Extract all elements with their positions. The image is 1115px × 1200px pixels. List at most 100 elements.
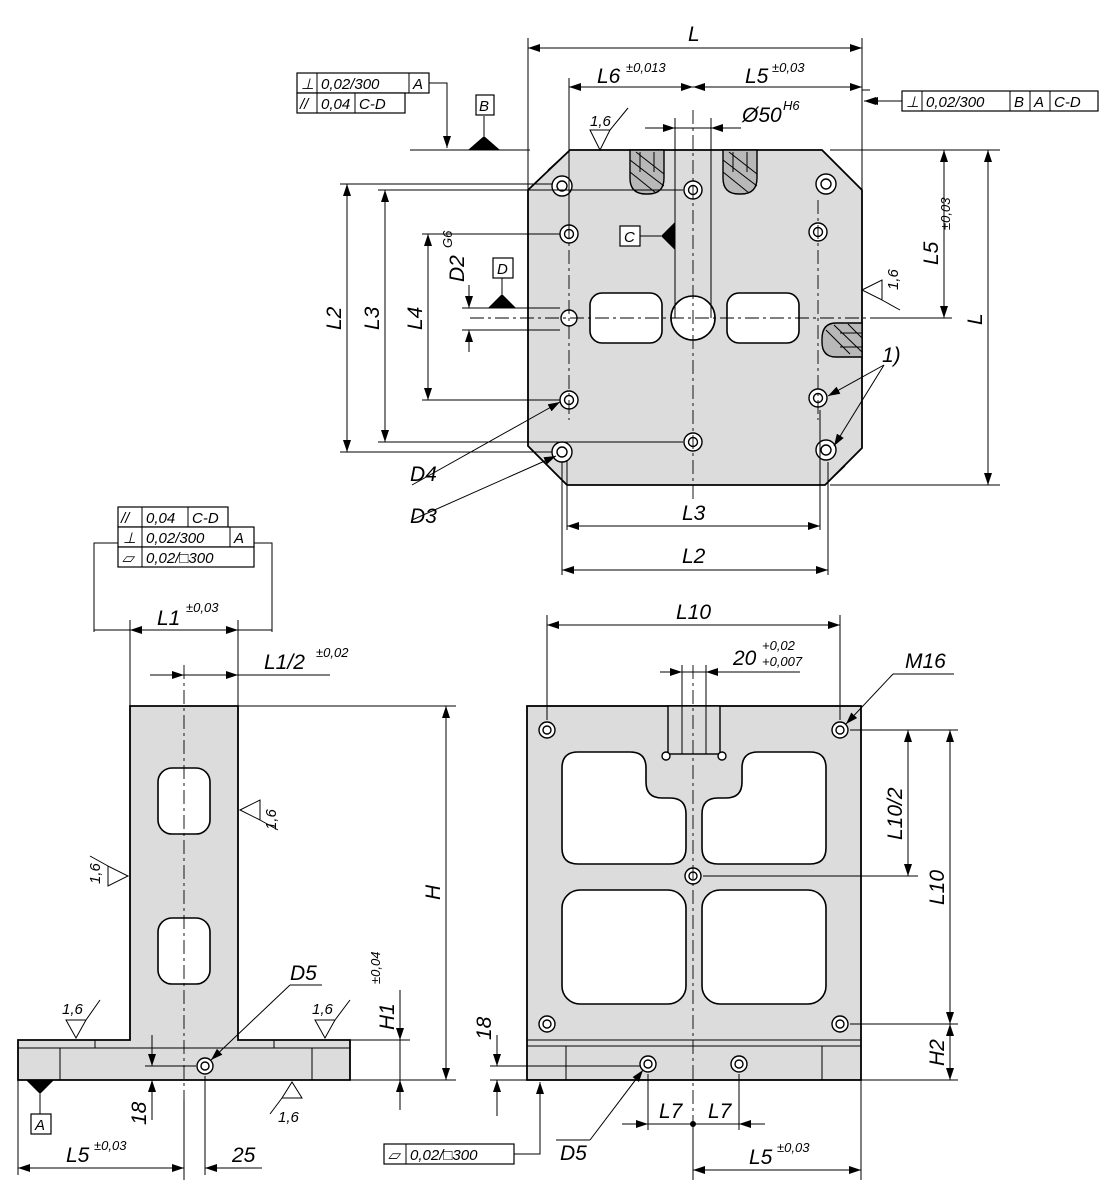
fcf-top-right: ⊥ 0,02/300 B A C-D bbox=[866, 90, 1099, 112]
text-L5-side-tol: ±0,03 bbox=[94, 1138, 127, 1153]
text-bore: Ø50 bbox=[741, 104, 782, 127]
text-L5-front-tol: ±0,03 bbox=[777, 1140, 810, 1155]
front-pocket-bottom-right bbox=[701, 889, 827, 1005]
svg-text:1,6: 1,6 bbox=[62, 1001, 84, 1018]
svg-text:1,6: 1,6 bbox=[885, 268, 902, 290]
text-18-front: 18 bbox=[473, 1016, 496, 1040]
svg-text:1,6: 1,6 bbox=[590, 113, 612, 130]
text-25: 25 bbox=[231, 1144, 256, 1167]
leader-note1-b bbox=[833, 364, 885, 447]
text-L3-left: L3 bbox=[361, 306, 384, 330]
svg-text:0,04: 0,04 bbox=[321, 96, 350, 113]
section-cut-right bbox=[821, 322, 863, 358]
text-L5-front: L5 bbox=[749, 1146, 773, 1169]
svg-text:1,6: 1,6 bbox=[312, 1001, 334, 1018]
svg-text:⊥: ⊥ bbox=[301, 76, 314, 93]
top-hole-centerlines bbox=[568, 200, 819, 420]
fcf-top-left: ⊥ 0,02/300 A // 0,04 C-D bbox=[296, 72, 451, 148]
text-L5-top-tol: ±0,03 bbox=[772, 60, 805, 75]
top-holes bbox=[551, 173, 837, 463]
svg-text:⊥: ⊥ bbox=[123, 530, 136, 547]
text-L5-right-tol: ±0,03 bbox=[938, 197, 953, 230]
leader-D4 bbox=[411, 401, 561, 486]
text-L7-right: L7 bbox=[708, 1100, 733, 1123]
leader-D5-front bbox=[589, 1069, 644, 1141]
roughness-top: 1,6 bbox=[589, 107, 629, 152]
text-L10-top: L10 bbox=[676, 601, 711, 624]
datum-B: B bbox=[468, 94, 500, 150]
fcf-side: // 0,04 C-D ⊥ 0,02/300 A ▱ 0,02/□300 bbox=[93, 506, 273, 632]
text-D4: D4 bbox=[410, 463, 437, 486]
text-D5-front: D5 bbox=[560, 1142, 587, 1165]
text-L7-left: L7 bbox=[659, 1100, 684, 1123]
leader-D5-side bbox=[210, 984, 291, 1061]
text-L1-half: L1/2 bbox=[264, 651, 305, 674]
svg-text:▱: ▱ bbox=[388, 1147, 402, 1164]
text-20: 20 bbox=[732, 647, 757, 670]
roughness-side-1: 1,6 bbox=[238, 799, 280, 831]
text-M16: M16 bbox=[905, 650, 946, 673]
text-L2-left: L2 bbox=[323, 306, 346, 330]
svg-text:1,6: 1,6 bbox=[263, 808, 280, 830]
text-L5-top: L5 bbox=[745, 65, 769, 88]
front-key-slot bbox=[661, 705, 727, 761]
svg-text:0,04: 0,04 bbox=[146, 510, 175, 527]
svg-text:1,6: 1,6 bbox=[278, 1109, 300, 1126]
side-view: // 0,04 C-D ⊥ 0,02/300 A ▱ 0,02/□300 bbox=[17, 506, 456, 1180]
svg-text:A: A bbox=[34, 1117, 45, 1134]
svg-text:B: B bbox=[479, 98, 489, 115]
datum-A-side: A bbox=[26, 1080, 54, 1135]
text-L1-tol: ±0,03 bbox=[186, 600, 219, 615]
leader-note1-a bbox=[827, 364, 885, 397]
text-L1-half-tol: ±0,02 bbox=[316, 645, 349, 660]
text-20-tol-upper: +0,02 bbox=[762, 638, 796, 653]
top-view: L L6 ±0,013 L5 ±0,03 Ø50 H6 L2 L3 L4 D2 … bbox=[296, 23, 1099, 575]
text-L5-side: L5 bbox=[66, 1144, 90, 1167]
leader-D3 bbox=[411, 455, 557, 521]
front-pocket-top-right bbox=[701, 751, 827, 865]
leader-M16 bbox=[845, 673, 894, 725]
text-18-side: 18 bbox=[128, 1101, 151, 1125]
text-L-right: L bbox=[964, 313, 987, 325]
svg-text:0,02/□300: 0,02/□300 bbox=[410, 1147, 478, 1164]
svg-text:D: D bbox=[497, 261, 508, 278]
svg-text:C-D: C-D bbox=[1054, 94, 1081, 111]
text-L-top: L bbox=[688, 23, 700, 46]
text-L5-right: L5 bbox=[920, 241, 943, 265]
fcf-front-flatness: ▱ 0,02/□300 bbox=[383, 1082, 544, 1165]
svg-text:C: C bbox=[624, 229, 635, 246]
text-D5-side: D5 bbox=[290, 962, 317, 985]
svg-text:⊥: ⊥ bbox=[906, 94, 919, 111]
text-D3: D3 bbox=[410, 505, 437, 528]
svg-text:1,6: 1,6 bbox=[87, 862, 104, 884]
svg-text:0,02/300: 0,02/300 bbox=[926, 94, 985, 111]
text-H1: H1 bbox=[376, 1003, 399, 1030]
datum-D: D bbox=[488, 257, 516, 308]
text-L6-tol: ±0,013 bbox=[626, 60, 666, 75]
svg-text:A: A bbox=[412, 76, 423, 93]
roughness-side-3: 1,6 bbox=[62, 999, 101, 1040]
roughness-side-2: 1,6 bbox=[87, 855, 130, 887]
svg-text:B: B bbox=[1014, 94, 1024, 111]
text-L10-half: L10/2 bbox=[884, 787, 907, 840]
svg-text:A: A bbox=[233, 530, 244, 547]
text-bore-fit: H6 bbox=[783, 98, 800, 113]
text-D2-fit: G6 bbox=[440, 230, 455, 248]
text-L1: L1 bbox=[157, 607, 180, 630]
svg-text:C-D: C-D bbox=[359, 96, 386, 113]
front-pocket-top-left bbox=[561, 751, 687, 865]
svg-text://: // bbox=[120, 510, 131, 527]
text-H1-tol: ±0,04 bbox=[368, 952, 383, 984]
svg-text://: // bbox=[299, 96, 310, 113]
text-20-tol-lower: +0,007 bbox=[762, 654, 803, 669]
text-H: H bbox=[422, 884, 445, 900]
datum-C: C bbox=[619, 222, 675, 250]
roughness-side-4: 1,6 bbox=[312, 999, 351, 1040]
text-L6: L6 bbox=[597, 65, 621, 88]
text-D2: D2 bbox=[446, 255, 469, 282]
text-note-1: 1) bbox=[882, 344, 901, 367]
section-cuts-top bbox=[629, 149, 758, 195]
roughness-right: 1,6 bbox=[860, 268, 902, 311]
front-view: L10 20 +0,02 +0,007 M16 L10/2 L10 H2 18 … bbox=[383, 601, 958, 1180]
svg-text:0,02/□300: 0,02/□300 bbox=[146, 550, 214, 567]
